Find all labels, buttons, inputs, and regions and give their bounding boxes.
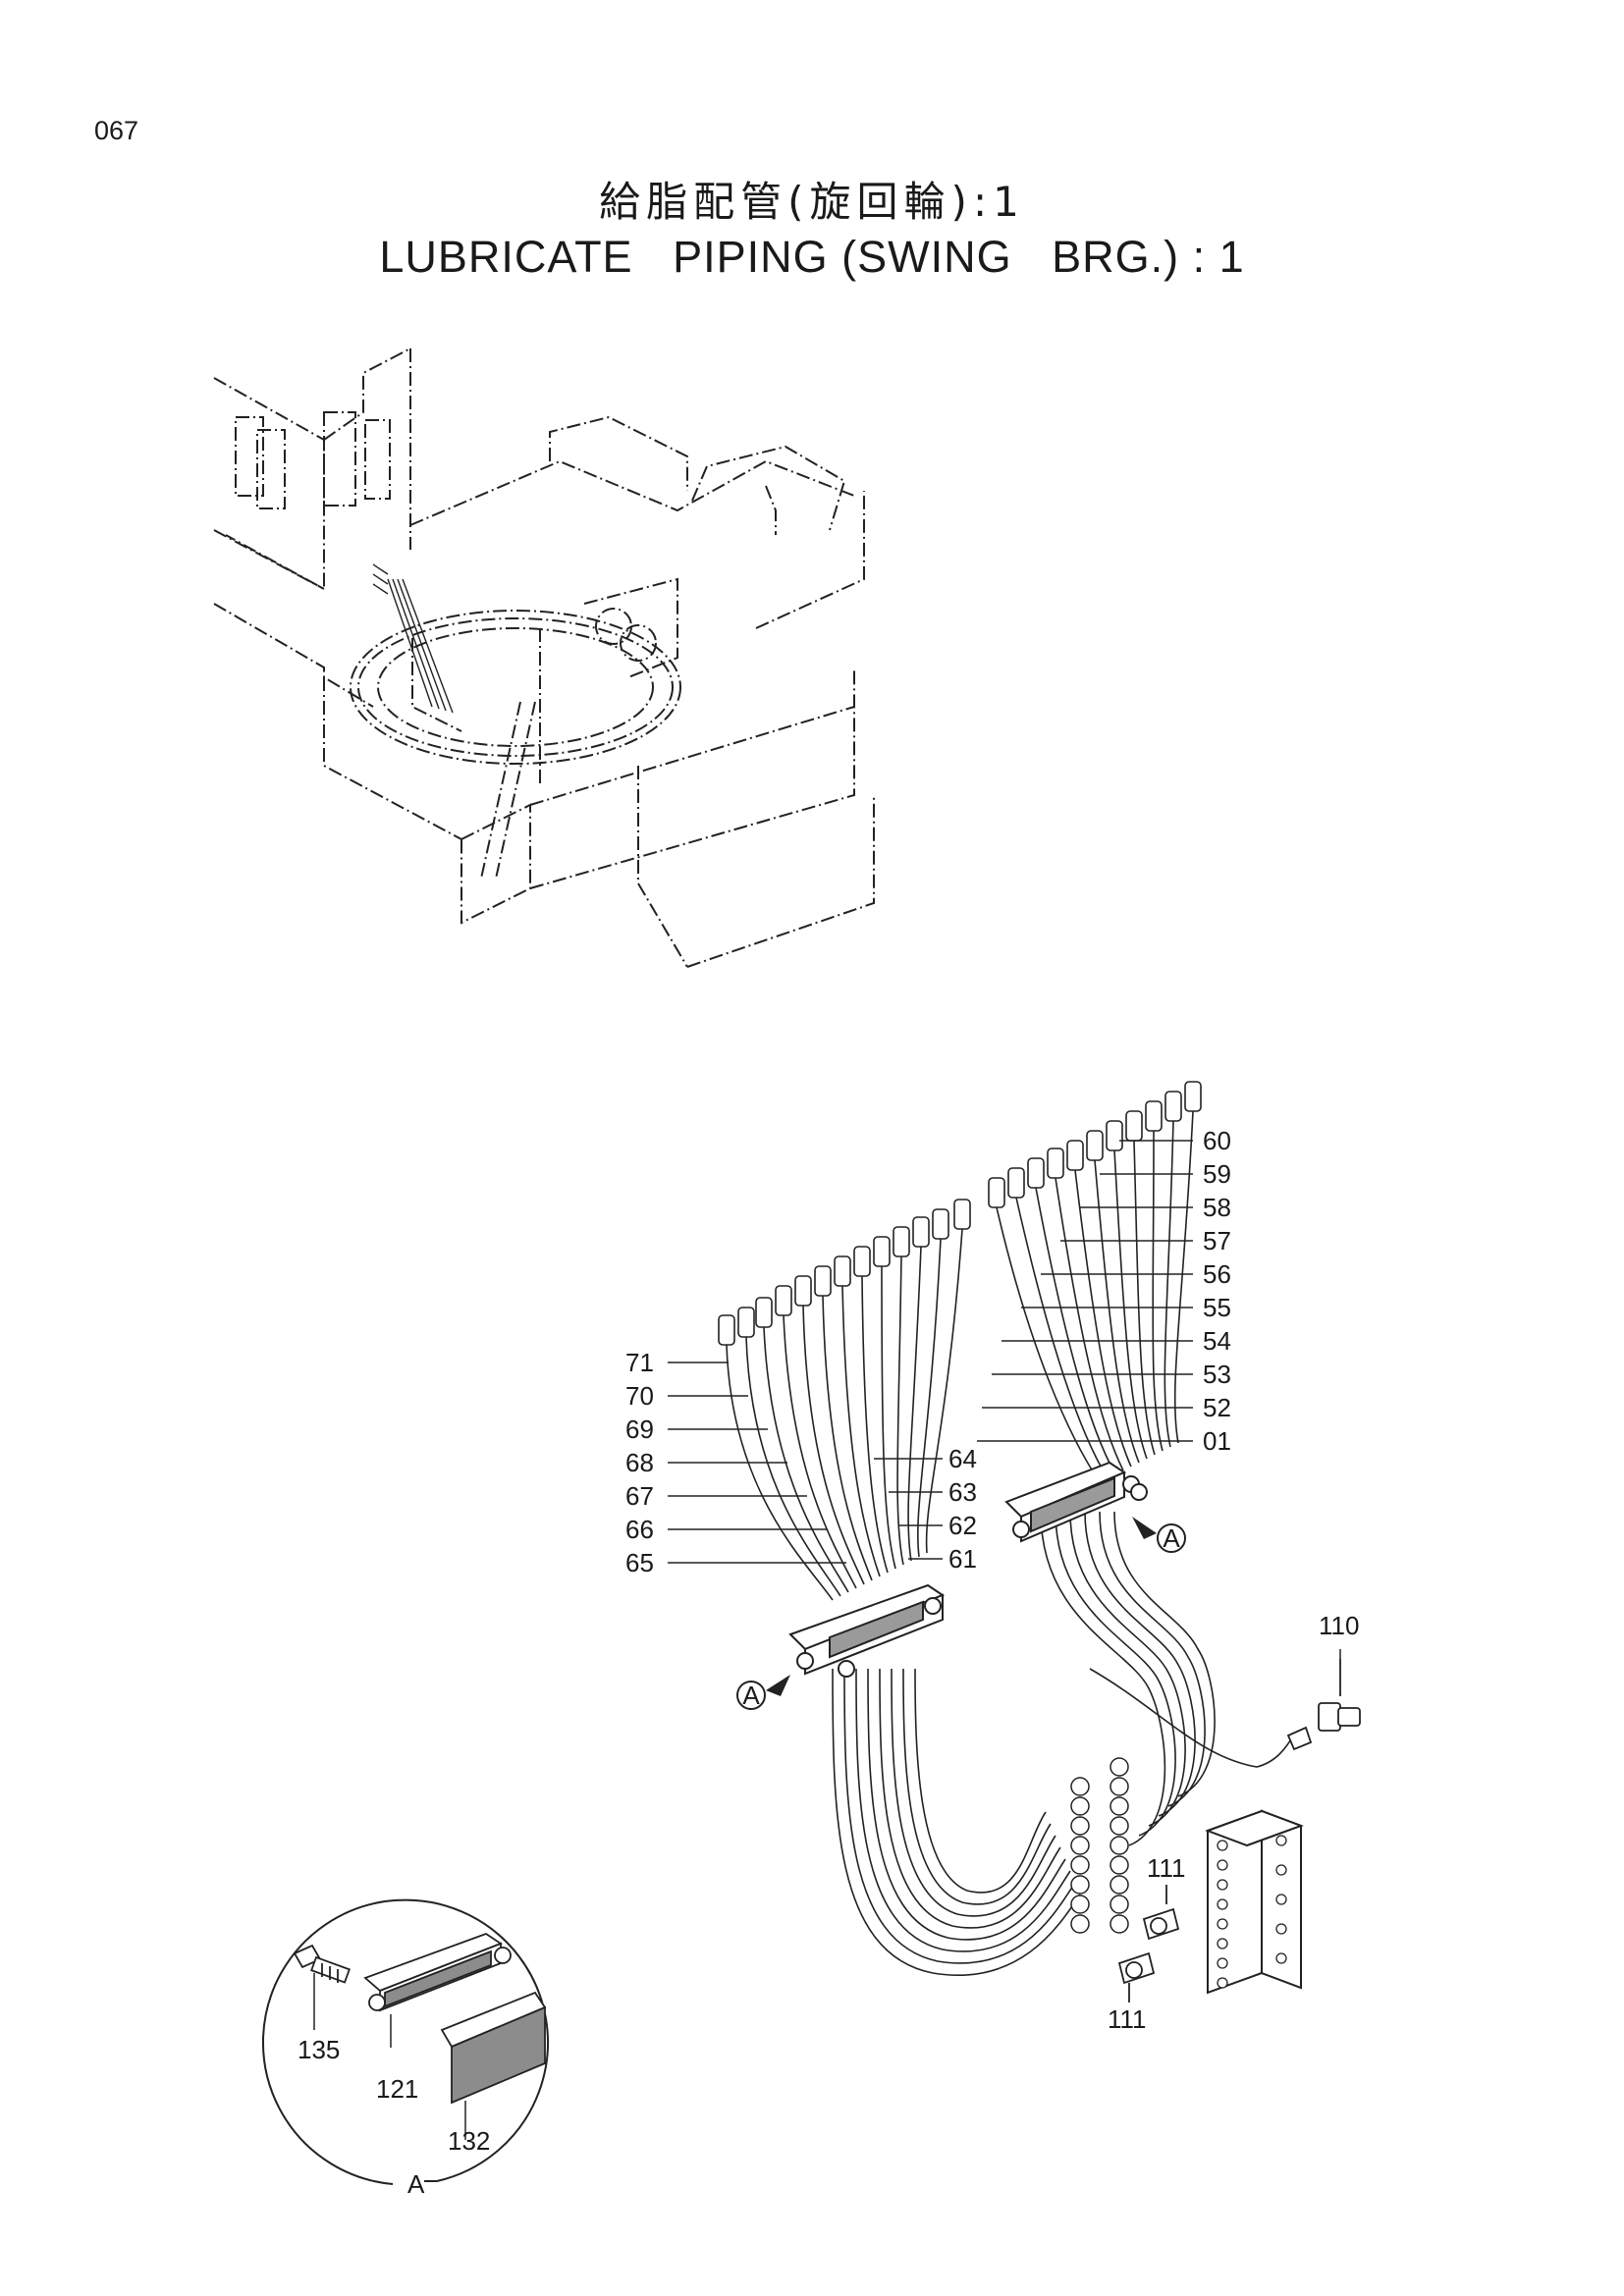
callout-label: 01: [1203, 1426, 1231, 1456]
bolt-icon: [293, 1944, 351, 2030]
callout-label: 62: [948, 1511, 977, 1540]
view-marker-right: A: [1132, 1517, 1186, 1553]
callout-label: 67: [625, 1481, 654, 1511]
view-marker-right-label: A: [1163, 1523, 1180, 1553]
right-mounting-block: [1004, 1461, 1148, 1543]
callout-label: 52: [1203, 1393, 1231, 1422]
fitting-stack: [1070, 1757, 1129, 1934]
bracket-icon: [363, 1932, 512, 2048]
adapter-fittings: [1117, 1885, 1180, 2002]
callout-label: 66: [625, 1515, 654, 1544]
callout-label: 55: [1203, 1293, 1231, 1322]
view-marker-left-label: A: [742, 1681, 760, 1710]
machine-overview-illustration: [213, 347, 875, 968]
callout-leaders-right: [977, 1140, 1193, 1442]
callout-label: 60: [1203, 1126, 1231, 1155]
adapter-lower-label: 111: [1108, 2004, 1147, 2034]
callout-leaders-left: [668, 1362, 846, 1564]
callout-label: 59: [1203, 1159, 1231, 1189]
callout-label: 56: [1203, 1259, 1231, 1289]
page-title-japanese: 給脂配管(旋回輪):1: [599, 178, 1025, 226]
page-number: 067: [94, 116, 139, 145]
callout-label: 70: [625, 1381, 654, 1411]
callout-leaders-mid: [874, 1458, 1341, 1659]
swing-bearing-grease-lines: [372, 563, 454, 714]
callouts-mid: 64 63 62 61: [948, 1444, 977, 1574]
callout-label: 61: [948, 1544, 977, 1574]
callout-label: 71: [625, 1348, 654, 1377]
grease-hoses: [726, 1110, 1293, 1976]
view-marker-left: A: [736, 1675, 790, 1710]
callout-label: 68: [625, 1448, 654, 1477]
callouts-right: 60 59 58 57 56 55 54 53 52 01: [1203, 1126, 1231, 1456]
elbow-label: 110: [1319, 1611, 1359, 1640]
callout-label: 57: [1203, 1226, 1231, 1255]
callout-label: 63: [948, 1477, 977, 1507]
pad-label: 132: [448, 2126, 490, 2156]
callout-label: 58: [1203, 1193, 1231, 1222]
bracket-label: 121: [376, 2074, 418, 2104]
bolt-label: 135: [298, 2035, 340, 2064]
callout-label: 64: [948, 1444, 977, 1473]
detail-view-a: A 135 121 132: [262, 1898, 549, 2199]
elbow-fitting: [1286, 1659, 1361, 1751]
callout-label: 65: [625, 1548, 654, 1577]
grease-nipples: [718, 1081, 1202, 1346]
page-title-english: LUBRICATE PIPING (SWING BRG.) : 1: [379, 232, 1245, 282]
detail-view-label: A: [407, 2169, 425, 2199]
adapter-upper-label: 111: [1147, 1853, 1186, 1883]
callout-label: 53: [1203, 1360, 1231, 1389]
callout-label: 54: [1203, 1326, 1231, 1356]
callout-label: 69: [625, 1415, 654, 1444]
pad-icon: [440, 1991, 547, 2140]
distribution-manifold: [1205, 1809, 1304, 1995]
callouts-left: 71 70 69 68 67 66 65: [625, 1348, 654, 1577]
left-mounting-block: [788, 1583, 946, 1678]
